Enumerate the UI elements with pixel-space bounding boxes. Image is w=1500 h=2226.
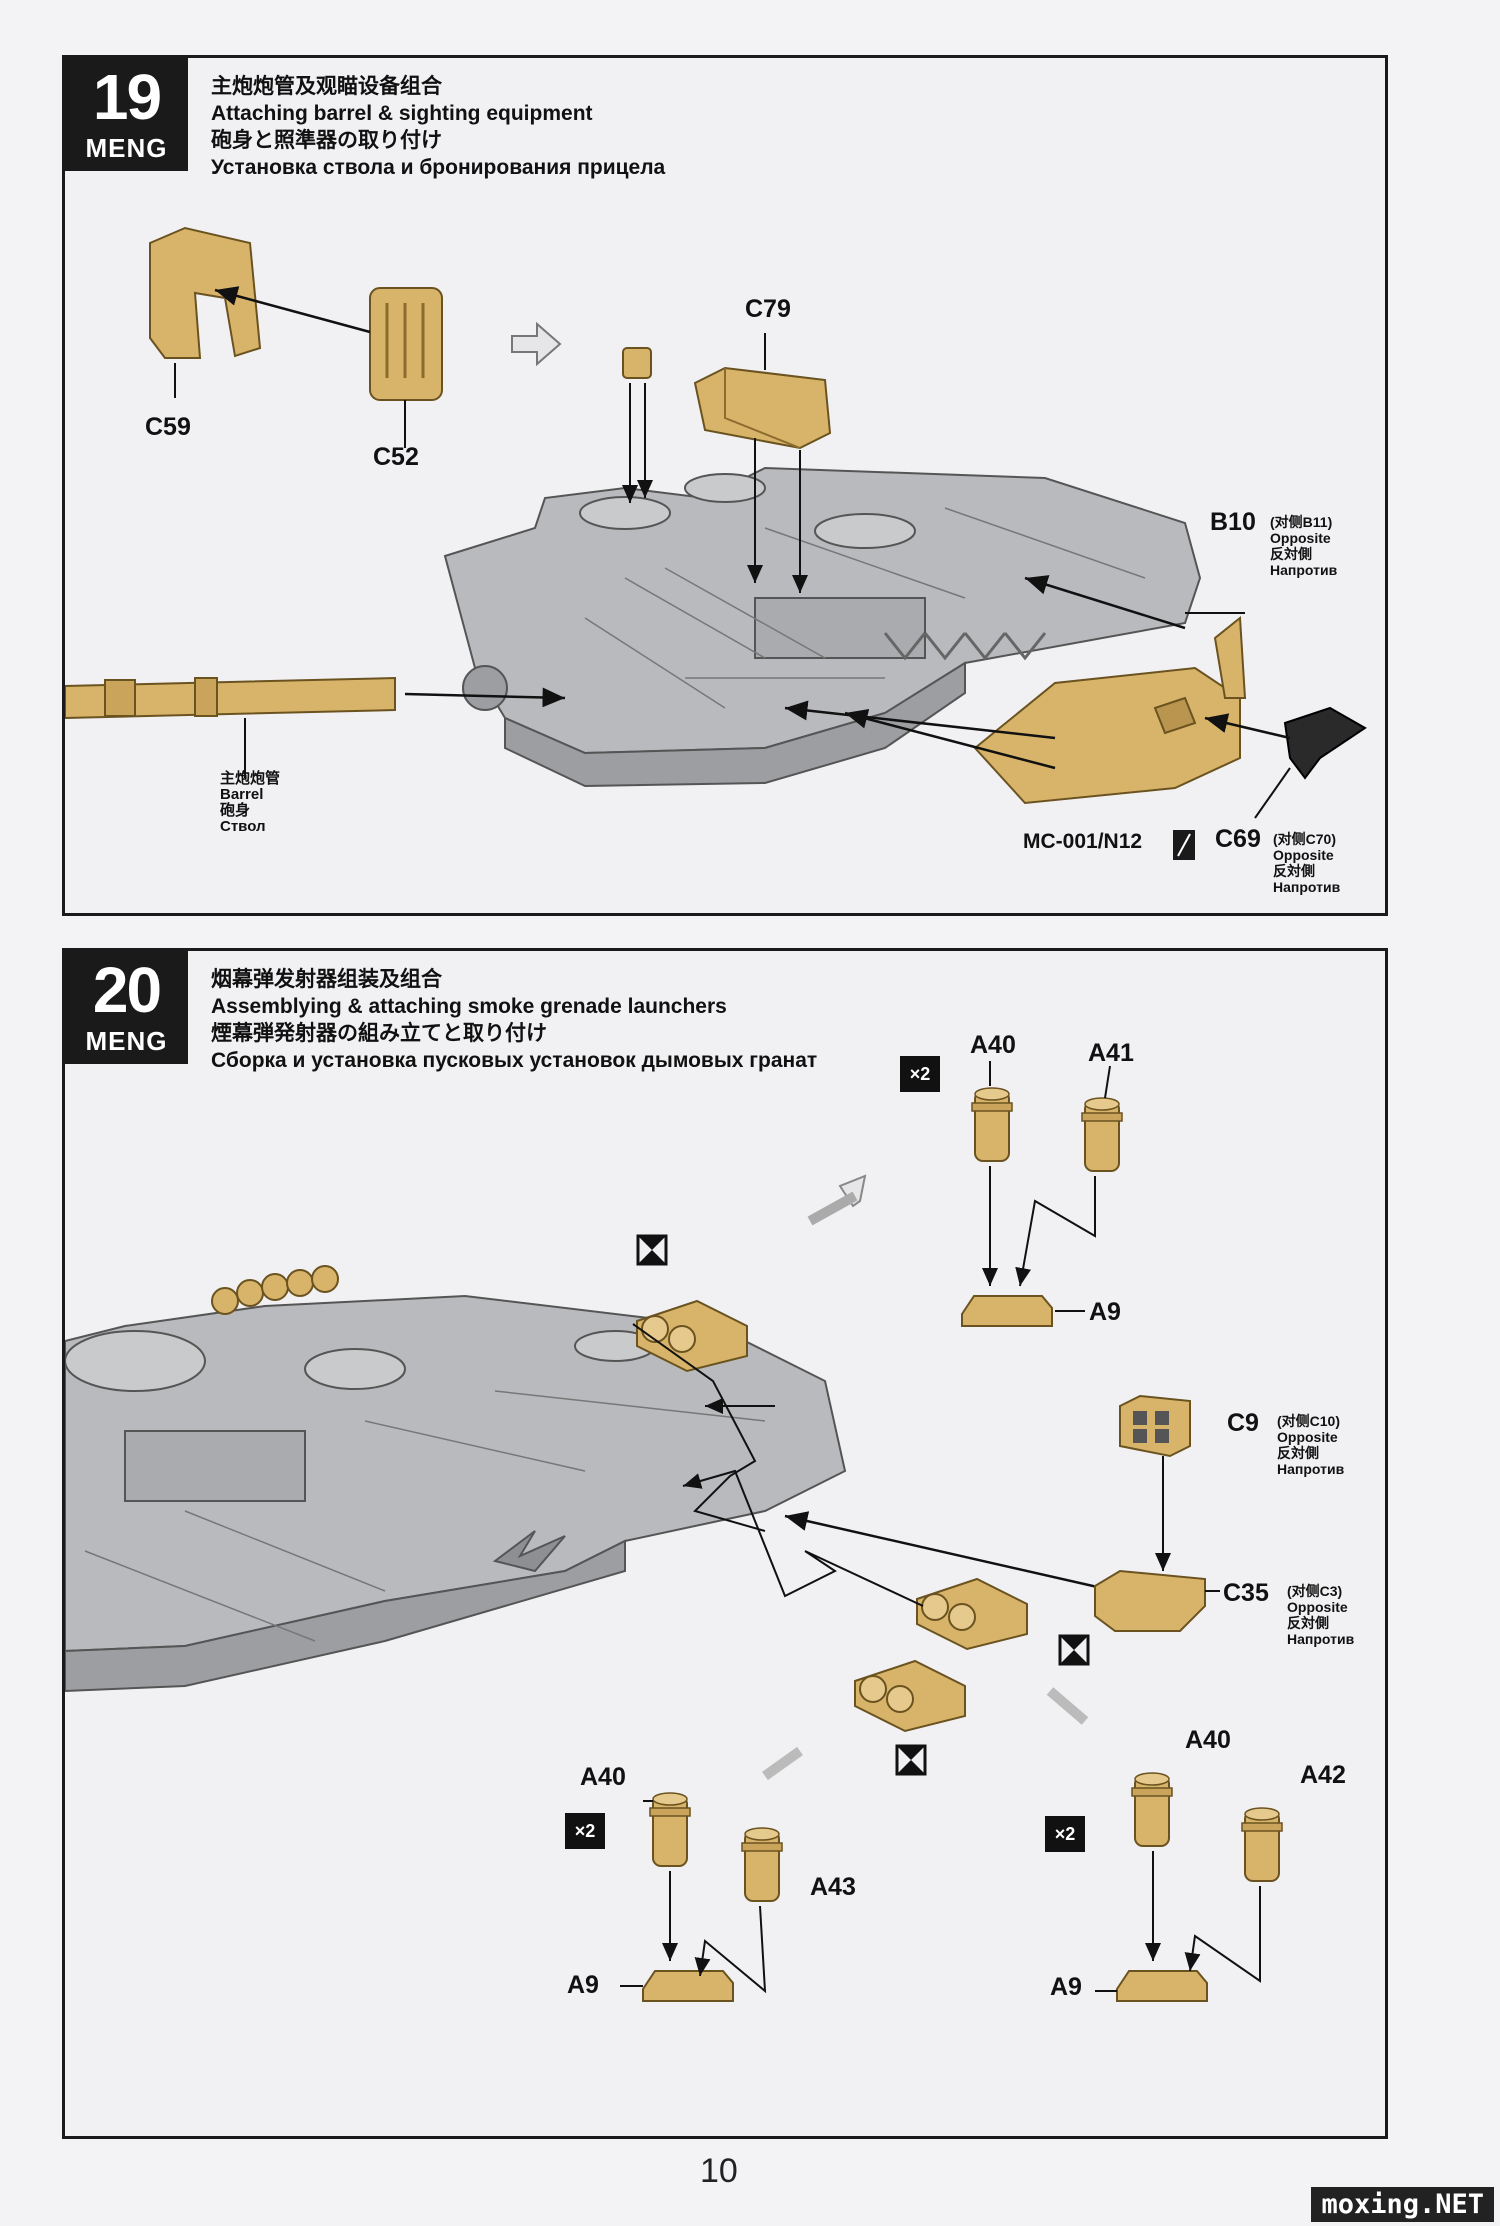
barrel-part (65, 676, 396, 720)
title-ru: Установка ствола и бронирования прицела (211, 156, 666, 179)
title-jp: 砲身と照準器の取り付け (211, 129, 442, 152)
part-c9 (1119, 1394, 1191, 1458)
turret-body (65, 1294, 847, 1693)
part-a40 (649, 1792, 691, 1867)
brand-logo: MENG (85, 1026, 168, 1056)
part-c35 (1094, 1569, 1206, 1632)
step-19-panel: 19 MENG 主炮炮管及观瞄设备组合 Attaching barrel & s… (62, 55, 1388, 916)
opposite-jp: 反対側 (1270, 546, 1312, 562)
orientation-mark (636, 1234, 668, 1266)
part-a43 (741, 1827, 783, 1902)
qty-badge: ×2 (900, 1056, 940, 1092)
opposite-ru: Напротив (1270, 562, 1338, 578)
opposite-cn: (对侧C70) (1273, 831, 1337, 847)
label-b10: B10 (1210, 508, 1256, 536)
label-a9: A9 (567, 1971, 599, 1999)
opposite-ru: Напротив (1273, 879, 1341, 895)
paint-code: MC-001/N12 (1023, 830, 1143, 853)
orientation-mark (1058, 1634, 1090, 1666)
part-c79 (693, 366, 832, 450)
opposite-ru: Напротив (1287, 1631, 1355, 1647)
label-c79: C79 (745, 295, 791, 323)
opposite-en: Opposite (1287, 1599, 1348, 1615)
watermark: moxing.NET (1311, 2187, 1494, 2222)
label-c59: C59 (145, 413, 191, 441)
label-a40: A40 (580, 1763, 626, 1791)
label-a42: A42 (1300, 1761, 1346, 1789)
title-jp: 煙幕弾発射器の組み立てと取り付け (211, 1022, 547, 1045)
barrel-label: 主炮炮管 Barrel 砲身 Ствол (220, 771, 280, 835)
barrel-ru: Ствол (220, 818, 266, 835)
title-en: Assemblying & attaching smoke grenade la… (211, 995, 727, 1018)
opposite-jp: 反対側 (1273, 863, 1315, 879)
qty-badge: ×2 (565, 1813, 605, 1849)
b10-opposite-note: (对侧B11) Opposite 反対側 Напротив (1270, 514, 1337, 578)
part-b10 (973, 616, 1247, 805)
opposite-en: Opposite (1277, 1429, 1338, 1445)
c9-opposite-note: (对侧C10) Opposite 反対側 Напротив (1277, 1413, 1344, 1477)
title-en: Attaching barrel & sighting equipment (211, 102, 593, 125)
opposite-cn: (对侧C10) (1277, 1413, 1341, 1429)
qty-badge: ×2 (1045, 1816, 1085, 1852)
part-a40 (971, 1087, 1013, 1162)
label-a9: A9 (1089, 1298, 1121, 1326)
step-20-panel: 20 MENG 烟幕弹发射器组装及组合 Assemblying & attach… (62, 948, 1388, 2139)
turret-body (443, 466, 1202, 788)
c35-opposite-note: (对侧C3) Opposite 反対側 Напротив (1287, 1583, 1354, 1647)
part-a41 (1081, 1097, 1123, 1172)
opposite-ru: Напротив (1277, 1461, 1345, 1477)
part-a9 (642, 1970, 734, 2002)
brand-logo: MENG (85, 133, 168, 163)
step-19-badge: 19 MENG (65, 58, 188, 171)
opposite-jp: 反対側 (1287, 1615, 1329, 1631)
opposite-en: Opposite (1270, 530, 1331, 546)
label-a43: A43 (810, 1873, 856, 1901)
step-19-titles: 主炮炮管及观瞄设备组合 Attaching barrel & sighting … (211, 73, 665, 181)
label-c9: C9 (1227, 1409, 1259, 1437)
orientation-mark (895, 1744, 927, 1776)
barrel-cn: 主炮炮管 (220, 770, 281, 787)
label-a40: A40 (1185, 1726, 1231, 1754)
part-c59 (149, 226, 262, 359)
barrel-en: Barrel (220, 786, 264, 803)
step-20-illustration (65, 1061, 1283, 2002)
barrel-jp: 砲身 (220, 802, 251, 819)
label-a9: A9 (1050, 1973, 1082, 2001)
label-c35: C35 (1223, 1579, 1269, 1607)
part-c69 (1283, 706, 1367, 780)
part-a42 (1241, 1807, 1283, 1882)
part-a9 (961, 1295, 1053, 1327)
part-a9 (1116, 1970, 1208, 2002)
step-20-badge: 20 MENG (65, 951, 188, 1064)
step-19-illustration (65, 226, 1367, 860)
label-c69: C69 (1215, 825, 1261, 853)
label-c52: C52 (373, 443, 419, 471)
page-number: 10 (700, 2152, 738, 2190)
opposite-cn: (对侧B11) (1270, 514, 1333, 530)
label-a40: A40 (970, 1031, 1016, 1059)
launcher-cluster-right (916, 1578, 1028, 1650)
step-number: 19 (92, 61, 162, 133)
step-20-titles: 烟幕弹发射器组装及组合 Assemblying & attaching smok… (211, 966, 817, 1074)
part-a40 (1131, 1772, 1173, 1847)
label-a41: A41 (1088, 1039, 1134, 1067)
title-cn: 烟幕弹发射器组装及组合 (211, 968, 442, 991)
launcher-cluster-bottom (854, 1660, 966, 1732)
title-cn: 主炮炮管及观瞄设备组合 (211, 75, 442, 98)
opposite-cn: (对侧C3) (1287, 1583, 1343, 1599)
mounted-launchers (211, 1265, 339, 1315)
part-c52 (369, 287, 443, 401)
opposite-jp: 反対側 (1277, 1445, 1319, 1461)
step-number: 20 (92, 954, 162, 1026)
opposite-en: Opposite (1273, 847, 1334, 863)
c69-opposite-note: (对侧C70) Opposite 反対側 Напротив (1273, 831, 1340, 895)
title-ru: Сборка и установка пусковых установок ды… (211, 1049, 818, 1072)
